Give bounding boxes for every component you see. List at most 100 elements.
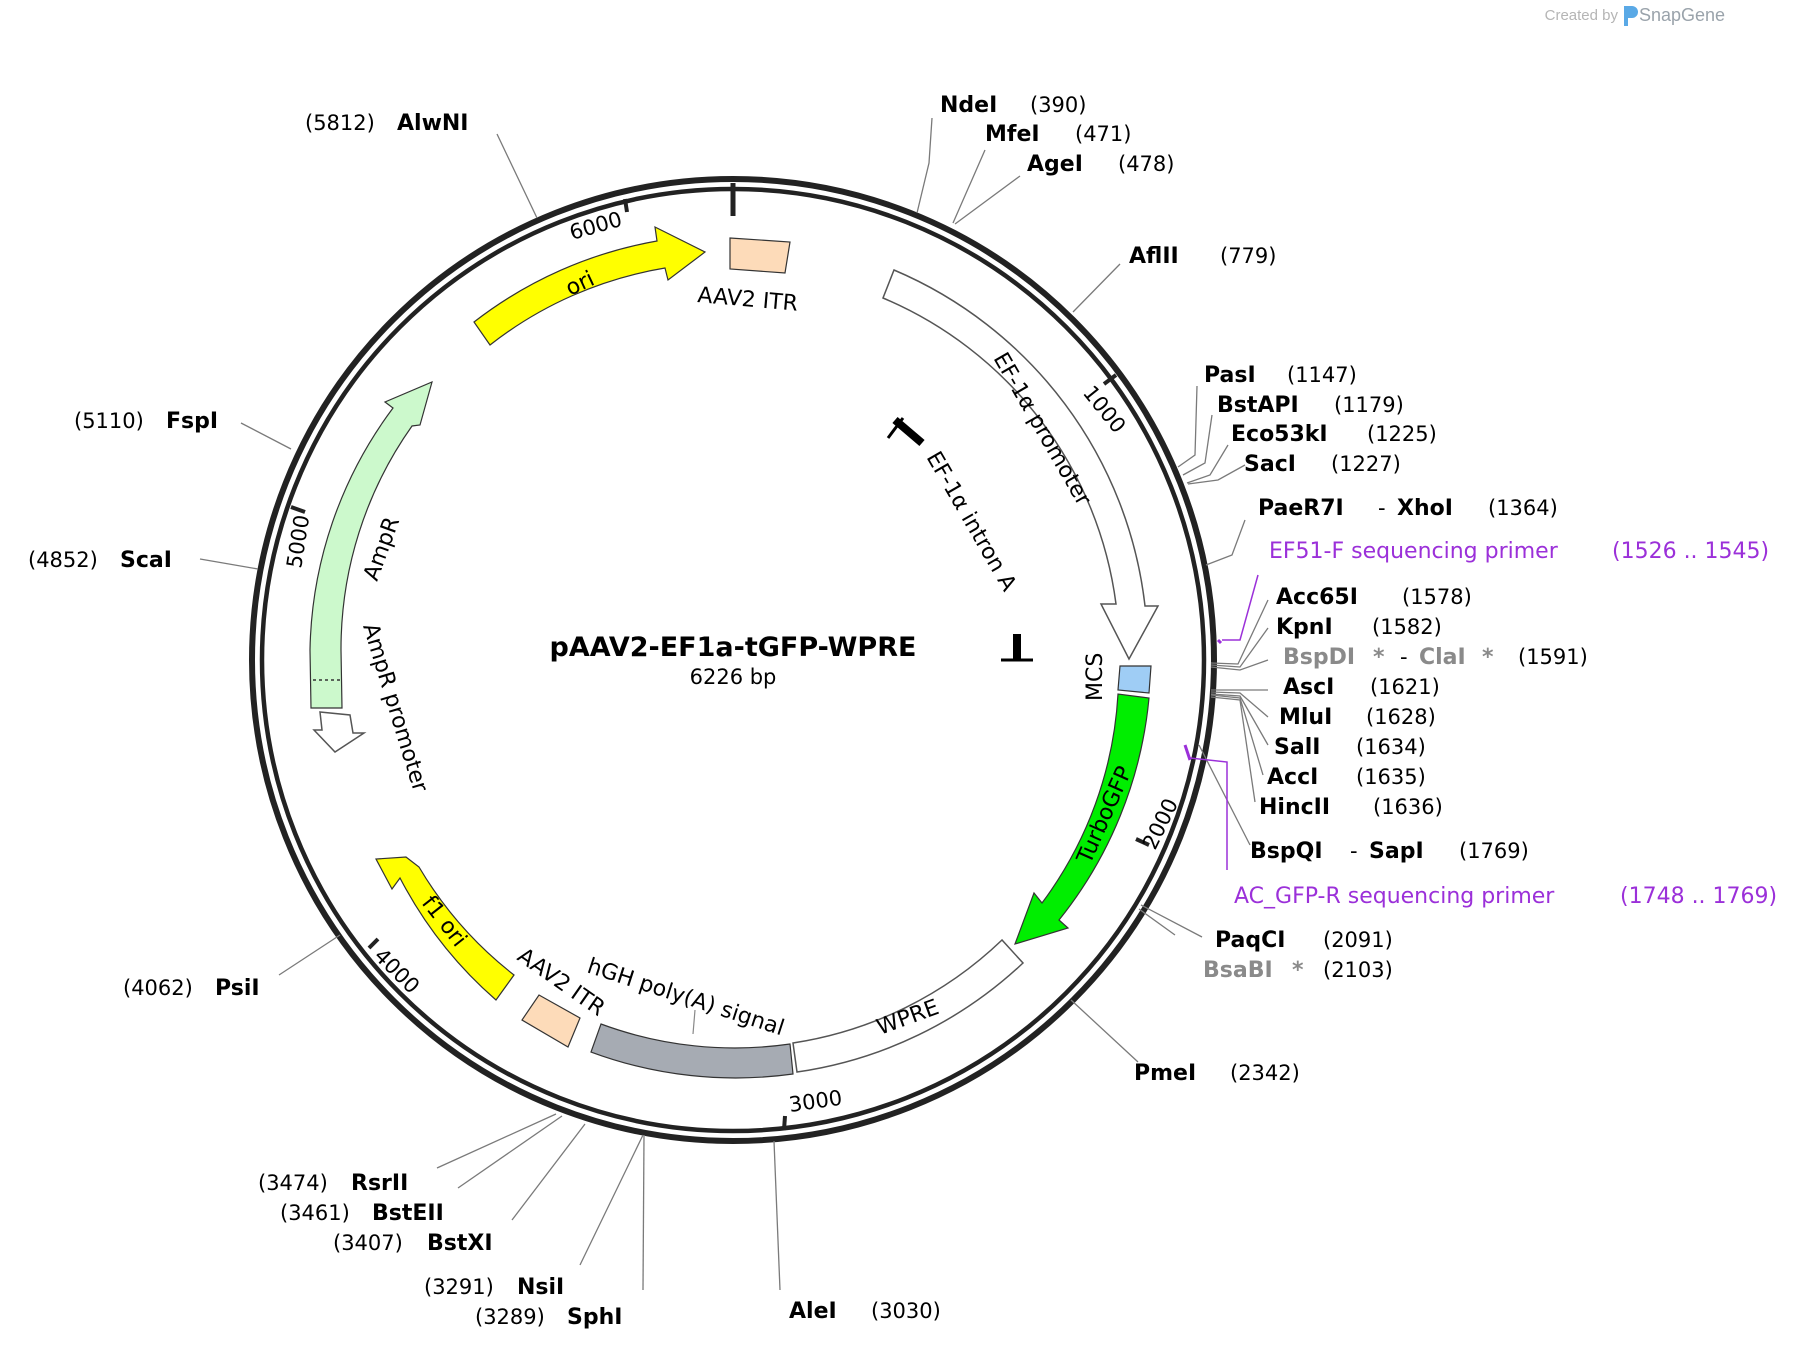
svg-text:BspQI: BspQI bbox=[1250, 839, 1323, 864]
feature-ef1a-promoter bbox=[882, 269, 1160, 661]
svg-text:FspI: FspI bbox=[166, 409, 218, 434]
enzyme-agei[interactable]: AgeI (478) bbox=[1027, 152, 1174, 177]
feature-f1-ori bbox=[375, 856, 515, 1001]
enzyme-alwni[interactable]: (5812) AlwNI bbox=[305, 111, 469, 136]
enzyme-pasi[interactable]: PasI(1147) bbox=[1204, 363, 1357, 388]
primer-marks bbox=[1183, 574, 1259, 870]
svg-text:(3474): (3474) bbox=[258, 1171, 328, 1195]
enzyme-pmei[interactable]: PmeI (2342) bbox=[1134, 1061, 1300, 1086]
snapgene-logo-icon bbox=[1624, 6, 1638, 26]
svg-text:(3289): (3289) bbox=[475, 1305, 545, 1329]
enzyme-aflii[interactable]: AflII(779) bbox=[1129, 244, 1276, 269]
enzyme-acc65i[interactable]: Acc65I (1578) bbox=[1276, 585, 1472, 610]
enzyme-acci[interactable]: AccI(1635) bbox=[1267, 765, 1426, 790]
svg-text:MluI: MluI bbox=[1279, 705, 1332, 730]
enzyme-asci[interactable]: AscI(1621) bbox=[1283, 675, 1440, 700]
svg-text:SalI: SalI bbox=[1274, 735, 1320, 760]
enzyme-mfei[interactable]: MfeI(471) bbox=[985, 122, 1131, 147]
feature-mcs bbox=[1117, 665, 1152, 694]
svg-text:(3407): (3407) bbox=[333, 1231, 403, 1255]
enzyme-paqci[interactable]: PaqCI(2091) bbox=[1215, 928, 1393, 953]
svg-text:(1147): (1147) bbox=[1287, 363, 1357, 387]
enzyme-fspi[interactable]: (5110)FspI bbox=[74, 409, 218, 434]
enzyme-bspdi-clai[interactable]: BspDI*-ClaI*(1591) bbox=[1283, 645, 1588, 670]
svg-text:(2342): (2342) bbox=[1230, 1061, 1300, 1085]
svg-text:(478): (478) bbox=[1118, 152, 1174, 176]
enzyme-sphi[interactable]: (3289) SphI bbox=[475, 1305, 622, 1330]
enzyme-mlui[interactable]: MluI(1628) bbox=[1279, 705, 1436, 730]
svg-text:*: * bbox=[1482, 645, 1494, 670]
svg-text:Eco53kI: Eco53kI bbox=[1231, 422, 1328, 447]
enzyme-kpni[interactable]: KpnI(1582) bbox=[1276, 615, 1442, 640]
svg-text:NdeI: NdeI bbox=[940, 93, 997, 118]
enzyme-eco53ki[interactable]: Eco53kI(1225) bbox=[1231, 422, 1437, 447]
enzyme-labels: NdeI (390) MfeI(471) AgeI (478) AflII(779)… bbox=[28, 93, 1777, 1330]
primer-ef51-f[interactable]: EF51-F sequencing primer(1526 .. 1545) bbox=[1269, 539, 1769, 564]
primer-ac-gfp-r[interactable]: AC_GFP-R sequencing primer (1748 .. 1769) bbox=[1234, 884, 1777, 909]
enzyme-saci[interactable]: SacI (1227) bbox=[1244, 452, 1401, 477]
svg-text:AgeI: AgeI bbox=[1027, 152, 1083, 177]
svg-text:(1769): (1769) bbox=[1459, 839, 1529, 863]
svg-text:(390): (390) bbox=[1030, 93, 1086, 117]
svg-text:PsiI: PsiI bbox=[215, 976, 260, 1001]
svg-text:(3461): (3461) bbox=[280, 1201, 350, 1225]
svg-text:PaeR7I: PaeR7I bbox=[1258, 496, 1344, 521]
feature-ampr bbox=[309, 380, 433, 709]
svg-text:RsrII: RsrII bbox=[351, 1171, 408, 1196]
tick-label-1000: 1000 bbox=[1078, 381, 1130, 438]
svg-text:(1227): (1227) bbox=[1331, 452, 1401, 476]
svg-text:EF51-F sequencing primer: EF51-F sequencing primer bbox=[1269, 539, 1559, 564]
enzyme-ndei[interactable]: NdeI (390) bbox=[940, 93, 1086, 118]
enzyme-hincii[interactable]: HincII (1636) bbox=[1259, 795, 1443, 820]
svg-text:AlwNI: AlwNI bbox=[397, 111, 469, 136]
svg-text:-: - bbox=[1400, 645, 1408, 669]
enzyme-alei[interactable]: AleI(3030) bbox=[789, 1299, 941, 1324]
svg-text:BstEII: BstEII bbox=[372, 1201, 444, 1226]
svg-text:-: - bbox=[1378, 496, 1386, 520]
svg-text:(4852): (4852) bbox=[28, 548, 98, 572]
svg-text:BsaBI: BsaBI bbox=[1203, 958, 1273, 983]
svg-text:BstXI: BstXI bbox=[427, 1231, 493, 1256]
svg-text:(1748 .. 1769): (1748 .. 1769) bbox=[1620, 884, 1777, 909]
tick-label-5000: 5000 bbox=[282, 513, 314, 570]
svg-text:(779): (779) bbox=[1220, 244, 1276, 268]
svg-text:SphI: SphI bbox=[567, 1305, 622, 1330]
svg-text:*: * bbox=[1373, 645, 1385, 670]
svg-text:(2103): (2103) bbox=[1323, 958, 1393, 982]
svg-text:(1636): (1636) bbox=[1373, 795, 1443, 819]
feature-wpre bbox=[792, 938, 1025, 1073]
enzyme-leaders bbox=[199, 117, 1269, 1291]
svg-text:(1364): (1364) bbox=[1488, 496, 1558, 520]
enzyme-sali[interactable]: SalI(1634) bbox=[1274, 735, 1426, 760]
enzyme-bsabi[interactable]: BsaBI*(2103) bbox=[1203, 958, 1393, 983]
enzyme-bstxi[interactable]: (3407) BstXI bbox=[333, 1231, 493, 1256]
enzyme-paer7i-xhoi[interactable]: PaeR7I-XhoI(1364) bbox=[1258, 496, 1558, 521]
enzyme-psii[interactable]: (4062)PsiI bbox=[123, 976, 260, 1001]
svg-text:-: - bbox=[1350, 839, 1358, 863]
svg-text:SacI: SacI bbox=[1244, 452, 1296, 477]
backbone bbox=[249, 176, 1217, 1144]
svg-text:AC_GFP-R sequencing primer: AC_GFP-R sequencing primer bbox=[1234, 884, 1555, 909]
svg-text:(5812): (5812) bbox=[305, 111, 375, 135]
plasmid-name: pAAV2-EF1a-tGFP-WPRE bbox=[550, 632, 917, 663]
svg-text:BstAPI: BstAPI bbox=[1217, 393, 1299, 418]
svg-text:(1578): (1578) bbox=[1402, 585, 1472, 609]
enzyme-nsii[interactable]: (3291)NsiI bbox=[424, 1275, 564, 1300]
enzyme-scai[interactable]: (4852)ScaI bbox=[28, 548, 172, 573]
enzyme-bsteii[interactable]: (3461) BstEII bbox=[280, 1201, 444, 1226]
plasmid-length: 6226 bp bbox=[690, 665, 777, 689]
svg-text:HincII: HincII bbox=[1259, 795, 1330, 820]
enzyme-bstapi[interactable]: BstAPI(1179) bbox=[1217, 393, 1404, 418]
feature-ef1a-intron-a bbox=[886, 416, 1033, 662]
feature-aav2-itr-left bbox=[521, 994, 581, 1048]
svg-text:Acc65I: Acc65I bbox=[1276, 585, 1358, 610]
snapgene-credit[interactable]: Created by SnapGene bbox=[1545, 5, 1725, 26]
svg-text:NsiI: NsiI bbox=[517, 1275, 564, 1300]
svg-text:PmeI: PmeI bbox=[1134, 1061, 1196, 1086]
enzyme-rsrii[interactable]: (3474) RsrII bbox=[258, 1171, 408, 1196]
tick-label-6000: 6000 bbox=[567, 207, 625, 245]
credit-brand: SnapGene bbox=[1639, 5, 1725, 25]
svg-text:SapI: SapI bbox=[1369, 839, 1424, 864]
enzyme-bspqi-sapi[interactable]: BspQI -SapI (1769) bbox=[1250, 839, 1529, 864]
feature-hgh-polya bbox=[590, 1023, 794, 1079]
